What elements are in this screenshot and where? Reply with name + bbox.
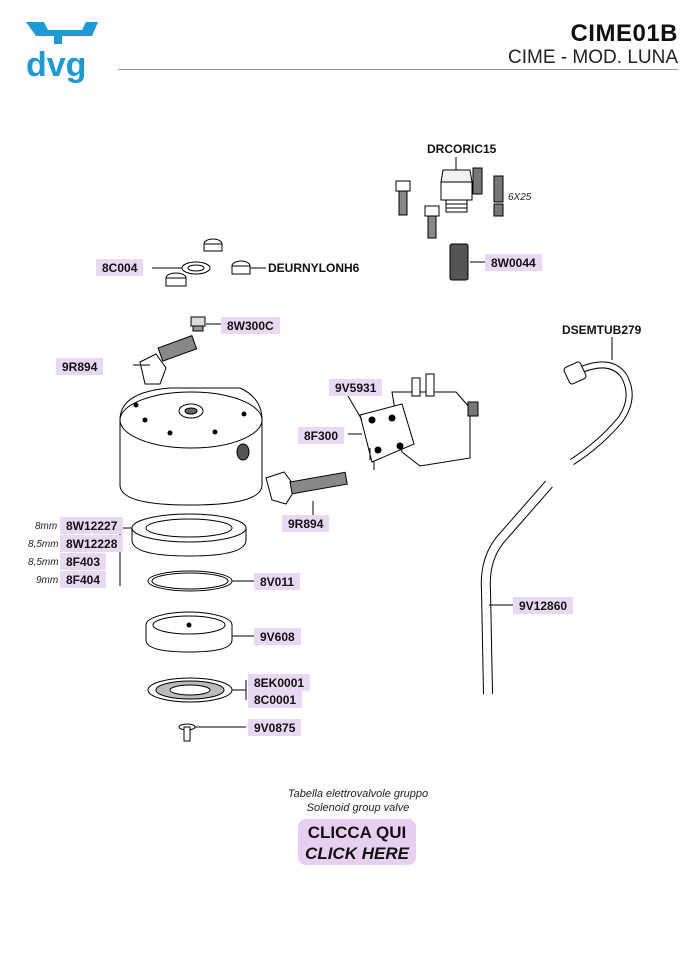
label-8c004[interactable]: 8C004 (96, 259, 144, 276)
header-divider (118, 69, 678, 70)
logo-cup-shape (26, 22, 98, 36)
dsemtub279-tube (563, 337, 633, 465)
9v608-shower-holder (145, 611, 254, 653)
label-8w0044[interactable]: 8W0044 (485, 254, 542, 271)
gasket-size-1: 8mm (35, 521, 58, 532)
label-9v608[interactable]: 9V608 (254, 628, 301, 645)
label-drcoric15[interactable]: DRCORIC15 (427, 142, 497, 156)
label-8v011[interactable]: 8V011 (254, 573, 301, 590)
group-gasket (119, 513, 247, 586)
cta-label-english: CLICK HERE (305, 844, 409, 863)
gasket-size-4: 9mm (36, 575, 59, 586)
8v011-ring (147, 570, 254, 592)
label-8f403[interactable]: 8F403 (60, 553, 107, 570)
8w300c-cap (190, 316, 222, 332)
dvg-logo: dvg (26, 22, 98, 84)
label-8f404[interactable]: 8F404 (60, 571, 107, 588)
gasket-size-2: 8,5mm (28, 539, 59, 550)
9r894-elbow-bottom (265, 471, 348, 515)
label-8c0001[interactable]: 8C0001 (248, 691, 303, 708)
hex-screws (395, 180, 440, 239)
group-head (119, 387, 263, 506)
9v12860-tube (480, 480, 553, 695)
label-8ek0001[interactable]: 8EK0001 (248, 674, 311, 691)
8w0044-grub-screw (449, 243, 485, 281)
label-9v12860[interactable]: 9V12860 (513, 597, 574, 614)
label-8f300[interactable]: 8F300 (298, 427, 345, 444)
label-screw-size: 6X25 (508, 192, 532, 203)
label-9r894-top[interactable]: 9R894 (56, 358, 104, 375)
note-english: Solenoid group valve (306, 802, 410, 814)
label-8w12227[interactable]: 8W12227 (60, 517, 124, 534)
shower-screen (147, 677, 247, 703)
label-8w12228[interactable]: 8W12228 (60, 535, 124, 552)
note-italian: Tabella elettrovalvole gruppo (287, 788, 429, 800)
8c004-washers (152, 238, 266, 287)
grub-screws (472, 167, 504, 217)
drcoric15-fitting (440, 157, 473, 213)
solenoid-valve (347, 373, 479, 470)
label-8w300c[interactable]: 8W300C (221, 317, 280, 334)
logo-text: dvg (26, 46, 86, 84)
9v0875-screw (178, 723, 246, 742)
label-deurnylonh6[interactable]: DEURNYLONH6 (268, 261, 360, 275)
gasket-size-3: 8,5mm (28, 557, 59, 568)
label-dsemtub279[interactable]: DSEMTUB279 (562, 323, 642, 337)
9r894-elbow-top (133, 335, 198, 385)
label-9r894-bottom[interactable]: 9R894 (282, 515, 330, 532)
label-9v5931[interactable]: 9V5931 (329, 379, 383, 396)
product-model: CIME - MOD. LUNA (508, 47, 678, 68)
click-here-button[interactable]: CLICCA QUI CLICK HERE (298, 819, 416, 865)
label-9v0875[interactable]: 9V0875 (248, 719, 302, 736)
cta-label-italian: CLICCA QUI (307, 823, 407, 842)
product-code: CIME01B (570, 20, 678, 47)
